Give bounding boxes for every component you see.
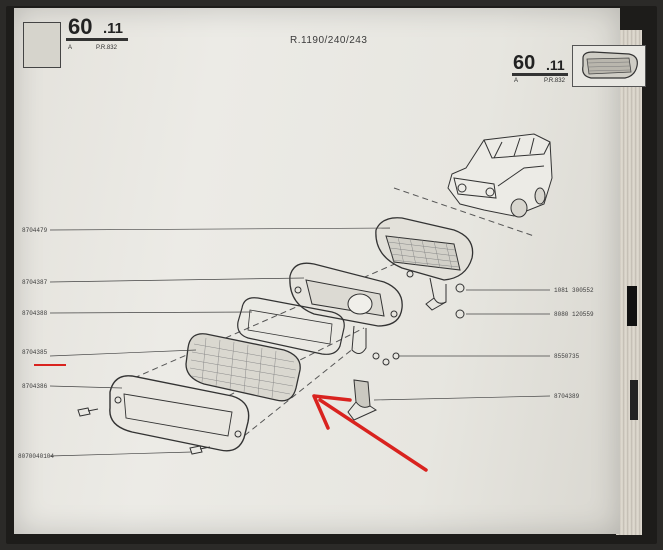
reference-code: R.1190/240/243 bbox=[290, 35, 368, 46]
lamp-thumbnail-icon bbox=[582, 51, 638, 79]
book-page-edges bbox=[616, 30, 642, 535]
part-ref-label: 8704385 bbox=[22, 349, 48, 356]
bulb-socket bbox=[347, 379, 378, 421]
part-ref-label: 8704387 bbox=[22, 279, 48, 286]
section-underline-right bbox=[512, 73, 568, 76]
part-ref-label: 8080 120559 bbox=[554, 311, 594, 318]
lamp-body bbox=[289, 262, 403, 354]
section-number-right: 60 bbox=[513, 52, 536, 74]
part-ref-label: 8550735 bbox=[554, 353, 580, 360]
reflector-housing bbox=[375, 217, 474, 311]
mark-right: A bbox=[514, 78, 519, 84]
section-underline-left bbox=[66, 38, 128, 41]
section-sub-left: .11 bbox=[103, 20, 124, 37]
leader-lines bbox=[49, 227, 551, 457]
red-arrow-icon bbox=[312, 394, 428, 472]
exploded-diagram: 8704479 8704387 8704388 8704385 8704386 … bbox=[18, 133, 594, 472]
mark-left: A bbox=[68, 45, 73, 51]
part-ref-label: 1081 300552 bbox=[554, 287, 594, 294]
nuts bbox=[372, 270, 465, 366]
thumbnail-left bbox=[23, 22, 61, 68]
gasket bbox=[237, 297, 345, 355]
book-index-tab bbox=[630, 380, 638, 420]
pr-code-right: P.R.832 bbox=[544, 78, 565, 84]
part-ref-label: 8704389 bbox=[554, 393, 580, 400]
part-ref-label: 8070040104 bbox=[18, 453, 54, 460]
red-underline bbox=[34, 364, 66, 366]
catalog-page: 60 .11 A P.R.832 R.1190/240/243 60 .11 A… bbox=[14, 8, 646, 534]
part-ref-label: 8704479 bbox=[22, 227, 48, 234]
part-ref-label: 8704388 bbox=[22, 310, 48, 317]
section-number-left: 60 bbox=[68, 14, 93, 39]
pr-code-left: P.R.832 bbox=[96, 45, 117, 51]
lens bbox=[185, 333, 301, 402]
lamp-thumbnail bbox=[572, 45, 646, 87]
section-sub-right: .11 bbox=[546, 57, 565, 73]
book-index-tab bbox=[627, 286, 637, 326]
bezel bbox=[109, 375, 250, 452]
car-sketch bbox=[447, 133, 553, 218]
part-ref-label: 8704386 bbox=[22, 383, 48, 390]
